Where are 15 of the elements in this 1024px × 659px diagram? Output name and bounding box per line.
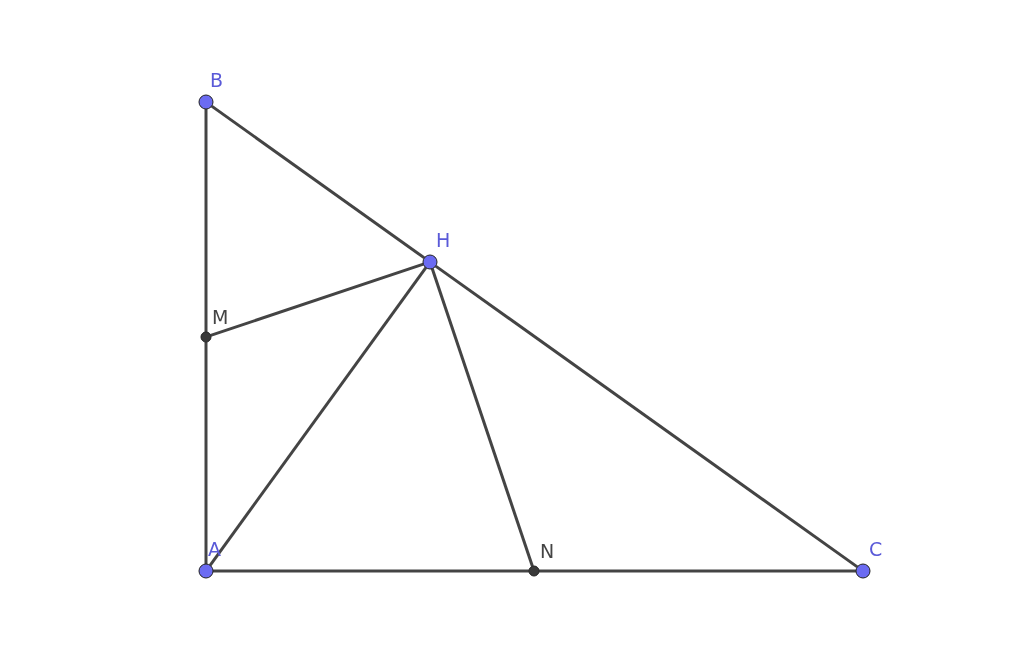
point-label: A [208, 539, 221, 559]
point-label: N [540, 541, 555, 561]
point-label: H [436, 230, 451, 250]
line-segment [434, 264, 859, 569]
line-segment [204, 342, 208, 564]
point-label: C [869, 539, 883, 559]
line-segment [210, 104, 426, 260]
point-label: B [210, 70, 224, 90]
line-segment [539, 569, 856, 573]
line-segment [208, 266, 428, 567]
line-segment [430, 268, 534, 567]
line-segment [213, 569, 529, 573]
line-segment [204, 109, 208, 332]
point-label: M [212, 307, 229, 327]
line-segment [210, 262, 424, 337]
